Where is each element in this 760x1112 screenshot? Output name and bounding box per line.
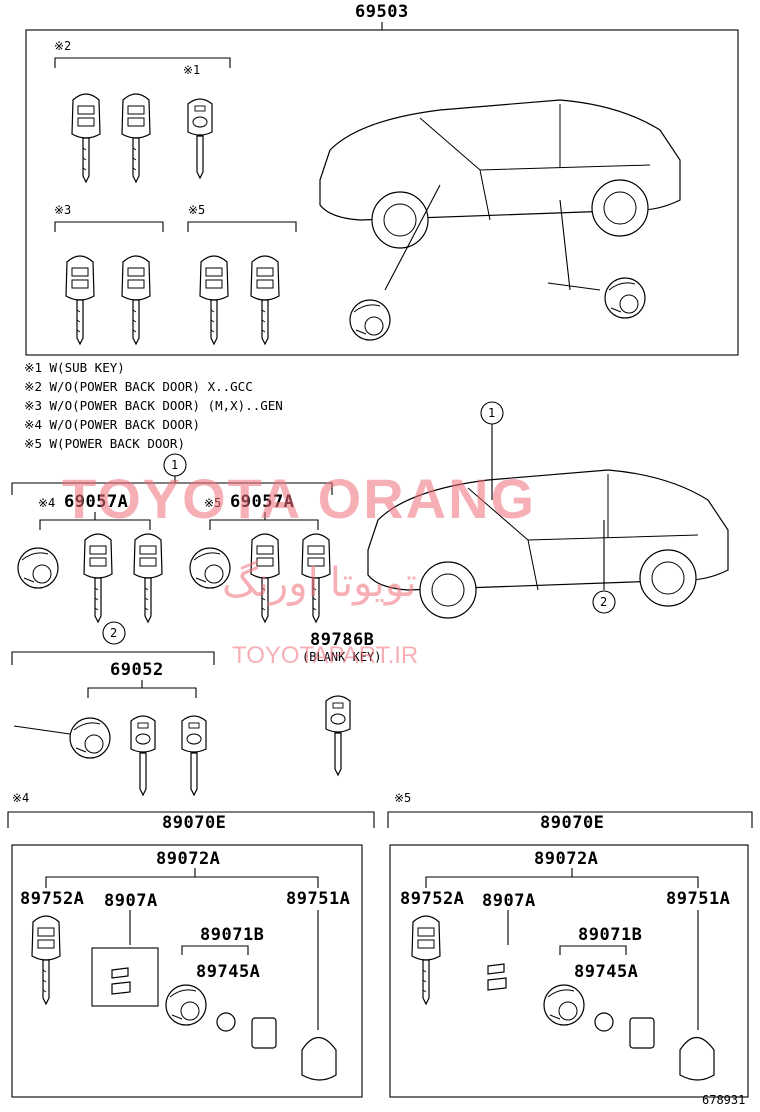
watermark-arabic: تویوتا اورنگ	[222, 561, 417, 605]
mark-4-label-mid: ※4	[38, 496, 56, 510]
callout-circle-1-car	[480, 401, 504, 425]
callout-circle-2-car	[592, 590, 616, 614]
note-4: ※4 W/O(POWER BACK DOOR)	[24, 417, 201, 432]
callout-circle-2-group	[102, 621, 126, 645]
part-number-69503[interactable]: 69503	[355, 2, 409, 22]
callout-circle-1-group	[163, 453, 187, 477]
part-number-89745a-right[interactable]: 89745A	[574, 962, 639, 982]
mark-5-label-mid: ※5	[204, 496, 222, 510]
kit-box-right	[389, 844, 749, 1098]
part-number-69057a-right[interactable]: 69057A	[230, 492, 295, 512]
mark-2-label: ※2	[54, 39, 72, 53]
kit-box-left	[11, 844, 363, 1098]
part-number-89745a-left[interactable]: 89745A	[196, 962, 261, 982]
blank-key-label: (BLANK KEY)	[302, 650, 382, 664]
part-number-69052[interactable]: 69052	[110, 660, 164, 680]
part-number-89070e-right[interactable]: 89070E	[540, 813, 605, 833]
callout-2-group-label: 2	[110, 626, 118, 640]
part-number-89751a-right[interactable]: 89751A	[666, 889, 731, 909]
watermark-latin: TOYOTA ORANG	[62, 467, 537, 530]
part-number-89752a-right[interactable]: 89752A	[400, 889, 465, 909]
callout-2-car-label: 2	[600, 595, 608, 609]
note-3: ※3 W/O(POWER BACK DOOR) (M,X)..GEN	[24, 398, 283, 413]
part-number-89072a-left[interactable]: 89072A	[156, 849, 221, 869]
mark-1-label: ※1	[183, 63, 201, 77]
part-number-89752a-left[interactable]: 89752A	[20, 889, 85, 909]
diagram-id: 678931	[702, 1093, 746, 1107]
part-number-89071b-right[interactable]: 89071B	[578, 925, 643, 945]
mark-5-label-top: ※5	[188, 203, 206, 217]
note-5: ※5 W(POWER BACK DOOR)	[24, 436, 185, 451]
part-number-89751a-left[interactable]: 89751A	[286, 889, 351, 909]
callout-1-car-label: 1	[488, 406, 496, 420]
mark-4-label-bottom: ※4	[12, 791, 30, 805]
note-1: ※1 W(SUB KEY)	[24, 360, 125, 375]
mark-5-label-bottom: ※5	[394, 791, 412, 805]
watermark-site: TOYOTAPART.IR	[232, 642, 419, 669]
part-number-8907a-left[interactable]: 8907A	[104, 891, 158, 911]
part-number-8907a-right[interactable]: 8907A	[482, 891, 536, 911]
mark-3-label: ※3	[54, 203, 72, 217]
note-2: ※2 W/O(POWER BACK DOOR) X..GCC	[24, 379, 253, 394]
part-number-89070e-left[interactable]: 89070E	[162, 813, 227, 833]
callout-1-group-label: 1	[171, 458, 179, 472]
part-number-69057a-left[interactable]: 69057A	[64, 492, 129, 512]
part-number-89786b[interactable]: 89786B	[310, 630, 375, 650]
part-number-89071b-left[interactable]: 89071B	[200, 925, 265, 945]
part-number-89072a-right[interactable]: 89072A	[534, 849, 599, 869]
